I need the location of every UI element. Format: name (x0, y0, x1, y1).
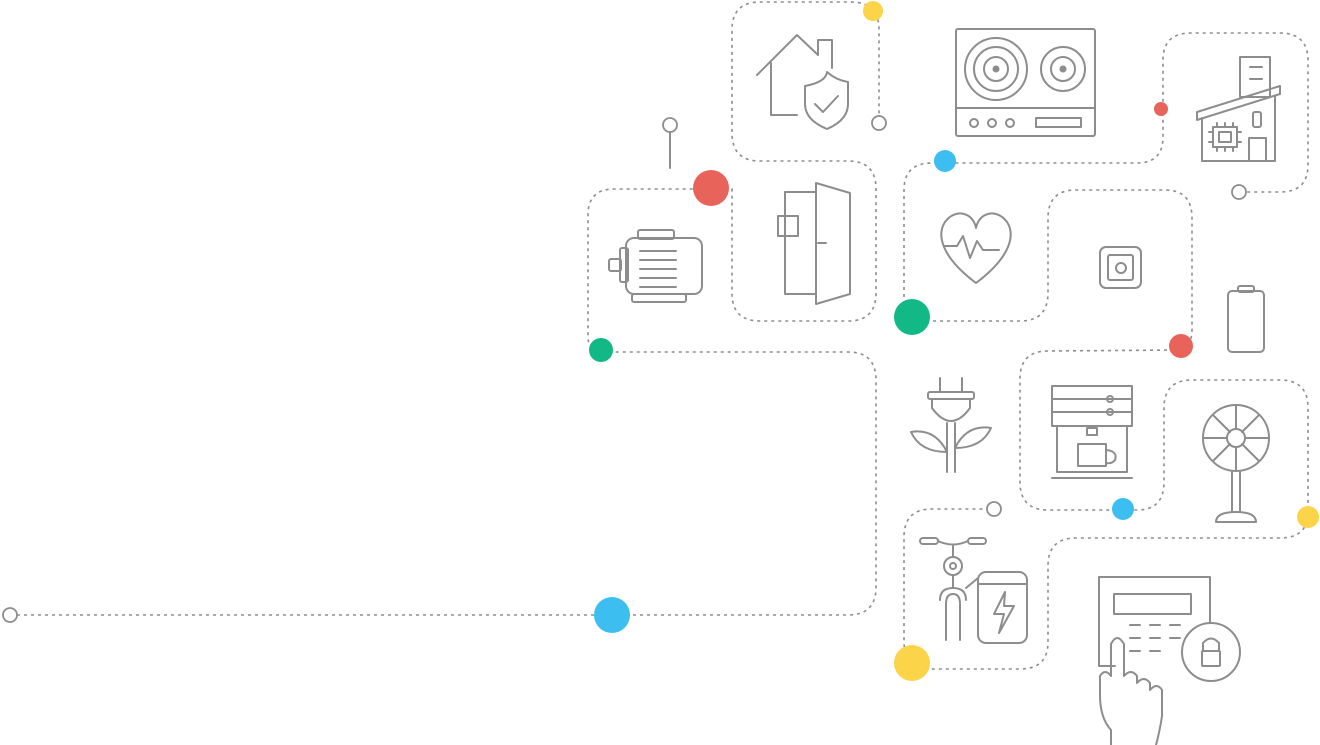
endpoint-ring (2, 607, 18, 623)
coffee-machine-icon (1051, 385, 1133, 479)
heart-rate-icon (940, 212, 1012, 284)
battery-icon (1227, 285, 1265, 353)
node-dot-blue (1112, 498, 1134, 520)
node-dot-red (693, 170, 729, 206)
node-dot-blue (934, 150, 956, 172)
node-dot-green (589, 338, 613, 362)
turntable-icon (955, 28, 1096, 137)
endpoint-ring (986, 501, 1002, 517)
antenna-ring (662, 117, 678, 133)
e-bike-charging-icon (919, 537, 1028, 644)
path-endpoints (2, 115, 1247, 623)
node-dot-green (894, 299, 930, 335)
smart-switch-icon (1099, 246, 1142, 289)
upper-right-path (903, 32, 1309, 318)
connection-paths (10, 1, 1309, 670)
endpoint-ring (1231, 184, 1247, 200)
node-dot-blue (594, 597, 630, 633)
smart-home-security-icon (756, 34, 849, 130)
main-trunk-path (10, 1, 880, 616)
node-dot-red (1169, 334, 1193, 358)
node-dot-yellow (1297, 506, 1319, 528)
endpoint-ring (871, 115, 887, 131)
electric-fan-icon (1202, 404, 1270, 523)
node-dot-red (1154, 102, 1168, 116)
middle-loop-path (912, 189, 1193, 347)
smart-building-icon (1196, 56, 1281, 162)
node-dot-yellow (894, 645, 930, 681)
lower-right-path (903, 349, 1309, 670)
network-nodes (589, 1, 1319, 681)
smart-door-icon (777, 182, 851, 305)
green-energy-plug-icon (910, 377, 992, 473)
node-dot-yellow (863, 1, 883, 21)
security-keypad-icon (1098, 576, 1241, 745)
electric-motor-icon (608, 229, 703, 303)
